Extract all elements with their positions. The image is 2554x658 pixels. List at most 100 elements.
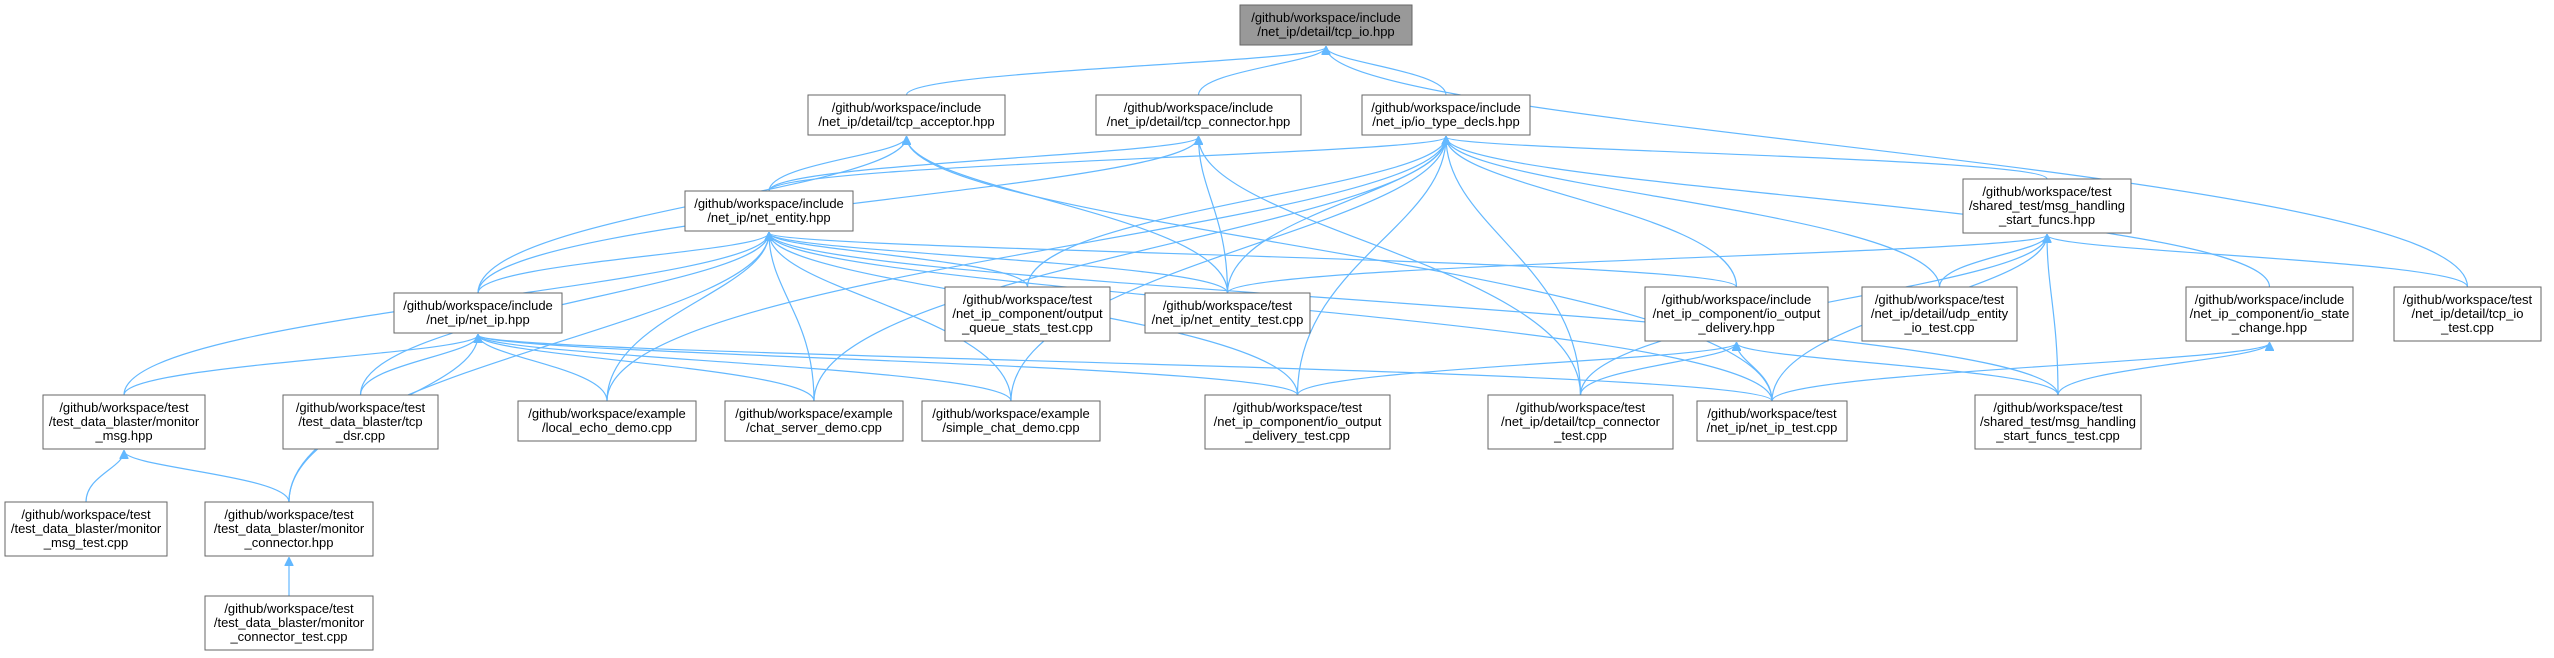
edge-output_queue_stats_test_cpp-includes-io_type_decls_hpp [1026,137,1447,288]
edge-tcp_io_test_cpp-includes-tcp_io_hpp [1326,47,2469,288]
node-label-line: _start_funcs_test.cpp [1995,428,2120,443]
node-box-msg_handling_start_funcs_hpp [1962,178,2132,234]
node-label-line: /github/workspace/test [1516,400,1646,415]
node-output_queue_stats_test_cpp[interactable]: /github/workspace/test/net_ip_component/… [944,286,1111,342]
node-label-line: /github/workspace/include [1251,10,1401,25]
node-label-line: /net_ip/io_type_decls.hpp [1372,114,1519,129]
node-msg_handling_start_funcs_test_cpp[interactable]: /github/workspace/test/shared_test/msg_h… [1974,394,2142,450]
node-label-line: /github/workspace/example [932,406,1090,421]
node-label-line: /simple_chat_demo.cpp [942,420,1079,435]
edge-chat_server_demo_cpp-includes-io_type_decls_hpp [813,137,1446,402]
node-label-line: /net_ip_component/io_output [1214,414,1382,429]
node-label-line: _delivery_test.cpp [1244,428,1350,443]
node-label-line: _connector_test.cpp [229,629,347,644]
node-monitor_msg_hpp[interactable]: /github/workspace/test/test_data_blaster… [42,394,206,450]
node-chat_server_demo_cpp[interactable]: /github/workspace/example/chat_server_de… [724,400,904,442]
node-label-line: /local_echo_demo.cpp [542,420,672,435]
node-box-tcp_acceptor_hpp [807,94,1006,136]
node-box-tcp_dsr_cpp [282,394,439,450]
edge-monitor_msg_test_cpp-includes-monitor_msg_hpp [85,451,124,503]
node-label-line: /net_ip_component/output [952,306,1103,321]
node-label-line: /github/workspace/test [1163,298,1293,313]
edge-net_entity_test_cpp-includes-tcp_acceptor_hpp [907,137,1229,294]
node-tcp_acceptor_hpp[interactable]: /github/workspace/include/net_ip/detail/… [807,94,1006,136]
edge-net_entity_test_cpp-includes-msg_handling_start_funcs_hpp [1226,235,2048,294]
node-label-line: /github/workspace/test [1707,406,1837,421]
node-net_entity_test_cpp[interactable]: /github/workspace/test/net_ip/net_entity… [1144,292,1311,334]
node-label-line: /github/workspace/example [528,406,686,421]
node-tcp_dsr_cpp[interactable]: /github/workspace/test/test_data_blaster… [282,394,439,450]
node-msg_handling_start_funcs_hpp[interactable]: /github/workspace/test/shared_test/msg_h… [1962,178,2132,234]
edge-output_queue_stats_test_cpp-includes-net_entity_hpp [769,233,1029,288]
node-label-line: /github/workspace/test [963,292,1093,307]
edge-net_entity_test_cpp-includes-net_entity_hpp [769,233,1229,294]
node-label-line: /github/workspace/test [1993,400,2123,415]
edge-tcp_connector_test_cpp-includes-tcp_connector_hpp [1199,137,1582,396]
edge-io_output_delivery_test_cpp-includes-io_type_decls_hpp [1296,137,1447,396]
node-label-line: /github/workspace/test [224,601,354,616]
node-monitor_connector_hpp[interactable]: /github/workspace/test/test_data_blaster… [204,501,374,557]
node-label-line: _change.hpp [2231,320,2307,335]
node-label-line: /net_ip/net_ip.hpp [426,312,529,327]
node-label-line: /chat_server_demo.cpp [746,420,882,435]
edge-tcp_dsr_cpp-includes-net_entity_hpp [359,233,770,396]
edge-io_output_delivery_hpp-includes-io_type_decls_hpp [1446,137,1738,288]
node-box-monitor_msg_test_cpp [4,501,168,557]
node-label-line: /shared_test/msg_handling [1969,198,2125,213]
node-tcp_io_test_cpp[interactable]: /github/workspace/test/net_ip/detail/tcp… [2393,286,2542,342]
node-box-chat_server_demo_cpp [724,400,904,442]
node-tcp_connector_test_cpp[interactable]: /github/workspace/test/net_ip/detail/tcp… [1487,394,1674,450]
node-tcp_connector_hpp[interactable]: /github/workspace/include/net_ip/detail/… [1095,94,1302,136]
edge-net_ip_hpp-includes-net_entity_hpp [477,233,769,294]
node-box-io_output_delivery_test_cpp [1204,394,1391,450]
edge-io_output_delivery_test_cpp-includes-io_output_delivery_hpp [1296,343,1737,396]
node-io_type_decls_hpp[interactable]: /github/workspace/include/net_ip/io_type… [1361,94,1531,136]
node-box-io_type_decls_hpp [1361,94,1531,136]
node-label-line: /github/workspace/test [1982,184,2112,199]
node-udp_entity_io_test_cpp[interactable]: /github/workspace/test/net_ip/detail/udp… [1861,286,2018,342]
edge-msg_handling_start_funcs_hpp-includes-io_type_decls_hpp [1446,137,2048,180]
edge-net_entity_hpp-includes-tcp_connector_hpp [768,137,1199,192]
node-net_ip_hpp[interactable]: /github/workspace/include/net_ip/net_ip.… [393,292,563,334]
node-io_state_change_hpp[interactable]: /github/workspace/include/net_ip_compone… [2185,286,2354,342]
edge-tcp_connector_test_cpp-includes-io_output_delivery_hpp [1579,343,1737,396]
node-net_ip_test_cpp[interactable]: /github/workspace/test/net_ip/net_ip_tes… [1696,400,1848,442]
node-label-line: _test.cpp [2440,320,2494,335]
node-box-io_state_change_hpp [2185,286,2354,342]
node-label-line: /github/workspace/test [21,507,151,522]
node-box-io_output_delivery_hpp [1644,286,1829,342]
node-monitor_msg_test_cpp[interactable]: /github/workspace/test/test_data_blaster… [4,501,168,557]
node-simple_chat_demo_cpp[interactable]: /github/workspace/example/simple_chat_de… [921,400,1101,442]
dependency-edges [85,47,2469,596]
node-label-line: /github/workspace/test [224,507,354,522]
node-label-line: /net_ip/detail/tcp_connector.hpp [1107,114,1291,129]
node-label-line: /net_ip/detail/tcp_io.hpp [1257,24,1394,39]
node-box-udp_entity_io_test_cpp [1861,286,2018,342]
node-io_output_delivery_test_cpp[interactable]: /github/workspace/test/net_ip_component/… [1204,394,1391,450]
node-label-line: /github/workspace/include [1371,100,1521,115]
node-label-line: /github/workspace/test [296,400,426,415]
edge-io_type_decls_hpp-includes-tcp_io_hpp [1326,47,1447,96]
edge-io_output_delivery_hpp-includes-net_entity_hpp [769,233,1738,288]
node-label-line: /github/workspace/include [1662,292,1812,307]
node-label-line: /github/workspace/test [2403,292,2533,307]
node-box-tcp_connector_hpp [1095,94,1302,136]
edge-msg_handling_start_funcs_test_cpp-includes-io_state_change_hpp [2057,343,2270,396]
node-box-tcp_connector_test_cpp [1487,394,1674,450]
edge-monitor_connector_hpp-includes-net_entity_hpp [288,233,769,503]
node-label-line: /github/workspace/include [1124,100,1274,115]
edge-net_entity_test_cpp-includes-tcp_connector_hpp [1199,137,1229,294]
node-io_output_delivery_hpp[interactable]: /github/workspace/include/net_ip_compone… [1644,286,1829,342]
node-label-line: /net_ip/net_entity_test.cpp [1152,312,1304,327]
node-net_entity_hpp[interactable]: /github/workspace/include/net_ip/net_ent… [684,190,854,232]
node-monitor_connector_test_cpp[interactable]: /github/workspace/test/test_data_blaster… [204,595,374,651]
node-label-line: _connector.hpp [244,535,334,550]
edge-io_state_change_hpp-includes-io_type_decls_hpp [1446,137,2271,288]
edge-msg_handling_start_funcs_test_cpp-includes-msg_handling_start_funcs_hpp [2047,235,2059,396]
node-local_echo_demo_cpp[interactable]: /github/workspace/example/local_echo_dem… [517,400,697,442]
node-box-output_queue_stats_test_cpp [944,286,1111,342]
node-label-line: _start_funcs.hpp [1998,212,2095,227]
edge-simple_chat_demo_cpp-includes-io_type_decls_hpp [1010,137,1446,402]
node-label-line: /test_data_blaster/monitor [214,521,365,536]
